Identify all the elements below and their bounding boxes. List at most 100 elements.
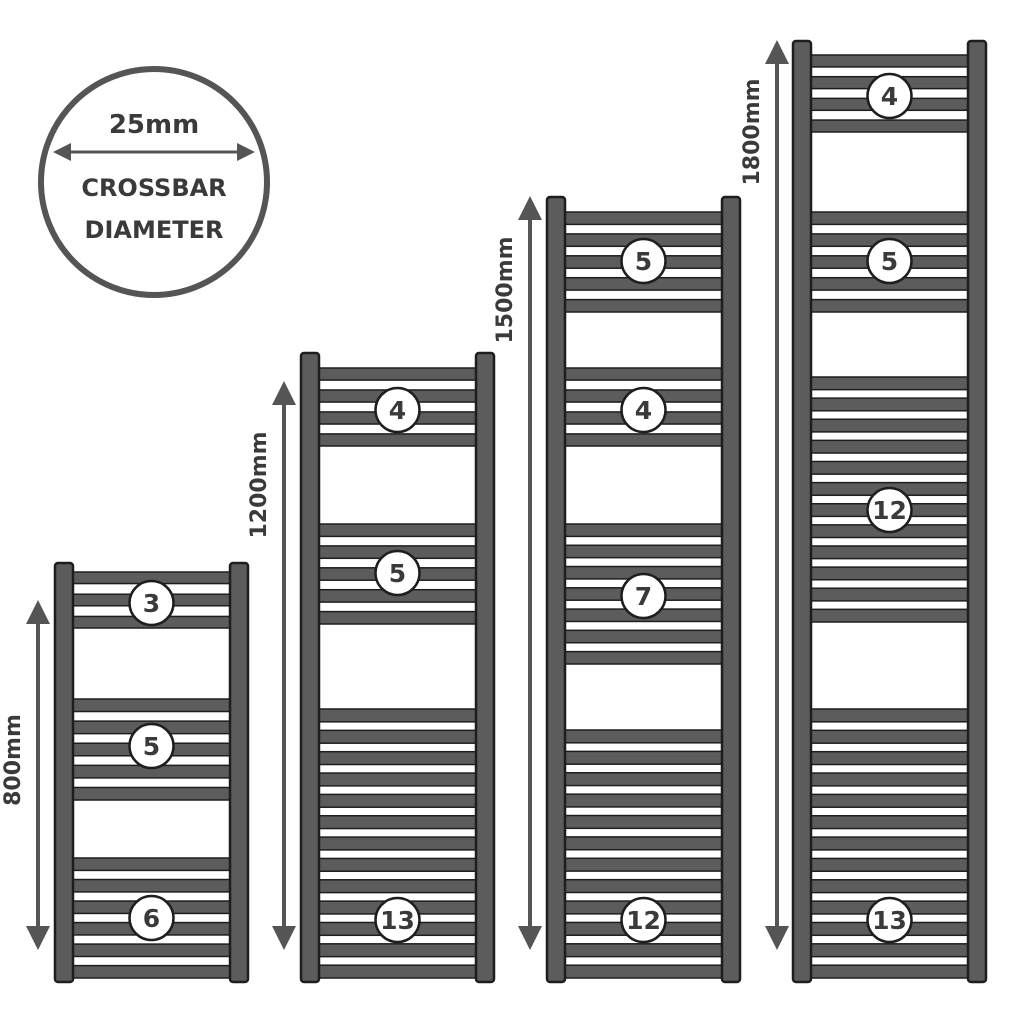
left-rail <box>299 351 321 984</box>
bar-count: 12 <box>626 906 661 935</box>
bar-count: 4 <box>881 82 898 111</box>
crossbar <box>316 814 479 830</box>
crossbar <box>808 943 971 958</box>
bar-count-badge <box>866 237 913 285</box>
bar-group: 5 <box>808 211 971 313</box>
crossbar <box>808 814 971 830</box>
left-rail <box>53 561 75 984</box>
crossbar <box>70 943 233 958</box>
crossbar <box>316 729 479 744</box>
crossbar <box>70 857 233 872</box>
crossbar <box>70 964 233 979</box>
crossbar <box>808 708 971 723</box>
bar-group: 12 <box>562 729 725 979</box>
crossbar <box>808 439 971 454</box>
right-rail <box>474 351 496 984</box>
right-rail <box>720 195 742 984</box>
crossbar <box>562 836 725 851</box>
crossbar <box>70 786 233 801</box>
bar-count-badge <box>866 896 913 944</box>
crossbar-callout: 25mm CROSSBAR DIAMETER <box>38 66 270 298</box>
bar-count-badge <box>374 549 421 597</box>
crossbar <box>562 433 725 447</box>
crossbar <box>808 857 971 873</box>
right-rail <box>228 561 250 984</box>
crossbar <box>808 587 971 602</box>
crossbar <box>808 608 971 623</box>
bar-count-badge <box>866 72 913 120</box>
crossbar <box>562 544 725 559</box>
bar-group: 4 <box>316 367 479 447</box>
crossbar <box>808 750 971 766</box>
crossbar <box>808 964 971 979</box>
crossbar <box>808 545 971 560</box>
bar-count: 12 <box>872 496 907 525</box>
crossbar <box>562 629 725 644</box>
crossbar <box>316 943 479 958</box>
radiator-2: 1200mm 4 5 13 <box>247 351 496 984</box>
crossbar <box>808 54 971 68</box>
bar-count: 13 <box>380 906 415 935</box>
crossbar <box>316 879 479 894</box>
bar-group: 4 <box>562 367 725 447</box>
height-label: 1500mm <box>493 236 518 343</box>
crossbar-size: 25mm <box>109 110 199 140</box>
crossbar <box>562 964 725 979</box>
height-label: 1200mm <box>247 431 272 538</box>
bar-count-badge <box>128 722 175 770</box>
bar-count: 3 <box>143 589 160 618</box>
bar-count: 13 <box>872 906 907 935</box>
crossbar <box>808 397 971 412</box>
crossbar <box>808 729 971 744</box>
crossbar <box>316 857 479 873</box>
radiator-4: 1800mm 4 5 12 13 <box>740 39 988 984</box>
crossbar <box>562 367 725 381</box>
crossbar <box>316 772 479 787</box>
crossbar <box>808 211 971 226</box>
bar-count-badge <box>620 572 667 620</box>
bar-group: 5 <box>70 698 233 801</box>
crossbar <box>316 708 479 723</box>
crossbar <box>70 698 233 713</box>
radiator-3: 1500mm 5 4 7 12 <box>493 195 742 984</box>
crossbar <box>316 836 479 851</box>
radiator-1: 800mm 3 5 6 <box>1 561 250 984</box>
crossbar <box>316 610 479 625</box>
crossbar-circle <box>38 66 270 298</box>
crossbar <box>808 418 971 433</box>
crossbar <box>562 523 725 538</box>
crossbar <box>562 814 725 830</box>
bar-group: 5 <box>316 523 479 625</box>
left-rail <box>545 195 567 984</box>
crossbar <box>316 750 479 766</box>
crossbar <box>562 857 725 872</box>
crossbar <box>808 793 971 808</box>
crossbar <box>562 772 725 787</box>
bar-count: 5 <box>635 247 652 276</box>
bar-count-badge <box>128 579 175 627</box>
bar-count-badge <box>128 894 175 942</box>
crossbar <box>562 211 725 226</box>
crossbar <box>316 367 479 381</box>
bar-group: 13 <box>808 708 971 979</box>
bar-count-badge <box>620 237 667 285</box>
height-label: 1800mm <box>740 78 765 185</box>
crossbar <box>316 433 479 447</box>
height-label: 800mm <box>1 714 26 806</box>
bar-count: 5 <box>143 732 160 761</box>
crossbar <box>808 772 971 787</box>
crossbar <box>316 523 479 538</box>
bar-group: 7 <box>562 523 725 665</box>
bar-count-badge <box>620 896 667 944</box>
crossbar <box>808 879 971 894</box>
bar-count-badge <box>374 386 421 434</box>
crossbar <box>808 836 971 851</box>
crossbar-label-line2: DIAMETER <box>85 216 224 244</box>
bar-group: 13 <box>316 708 479 979</box>
crossbar <box>316 964 479 979</box>
bar-group: 6 <box>70 857 233 979</box>
crossbar <box>562 943 725 958</box>
bar-count: 5 <box>389 559 406 588</box>
